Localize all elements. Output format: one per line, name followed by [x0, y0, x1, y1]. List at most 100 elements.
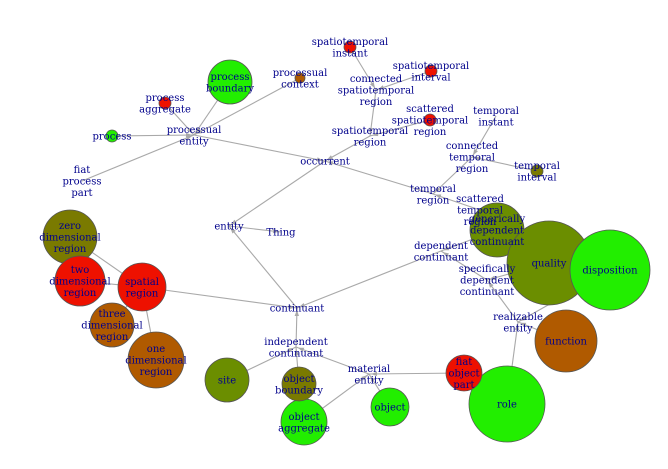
- arrowhead-processual_entity-to-fiat_process_part: [185, 135, 193, 141]
- edge-spatiotemporal_region-to-scattered_spatiotemporal_region: [369, 119, 431, 137]
- label-object: object: [374, 403, 405, 414]
- arrowhead-processual_entity-to-process_aggregate: [186, 127, 193, 134]
- arrowhead-occurrent-to-processual_entity: [316, 157, 324, 162]
- arrowhead-material_entity-to-fiat_object_part: [370, 371, 378, 377]
- label-quality: quality: [532, 259, 567, 270]
- arrowhead-realizable_entity-to-role: [514, 323, 520, 331]
- edge-processual_entity-to-processual_context: [193, 77, 301, 136]
- node-object-boundary: [281, 366, 317, 402]
- arrowhead-temporal_region-to-scattered_temporal_region: [434, 194, 442, 199]
- edge-occurrent-to-temporal_region: [324, 160, 434, 195]
- label-occurrent: occurrent: [300, 157, 350, 168]
- edge-dependent_continuant-to-specifically_dependent_continuant: [440, 250, 488, 281]
- edge-continuant-to-spatial_region: [141, 286, 298, 309]
- label-continuant: continuant: [270, 304, 325, 315]
- arrowhead-material_entity-to-object: [370, 375, 376, 382]
- edge-entity-to-continuant: [228, 225, 298, 309]
- node-process-aggregate: [158, 96, 172, 110]
- arrowhead-material_entity-to-object_aggregate: [361, 375, 368, 381]
- edge-processual_entity-to-process: [111, 134, 195, 137]
- arrowhead-continuant-to-independent_continuant: [294, 309, 299, 317]
- edge-temporal_region-to-connected_temporal_region: [432, 156, 473, 195]
- node-spatiotemporal-interval: [424, 64, 438, 78]
- edge-occurrent-to-processual_entity: [193, 134, 326, 162]
- node-process-boundary: [207, 59, 253, 105]
- arrowhead-spatiotemporal_region-to-scattered_spatiotemporal_region: [371, 131, 379, 137]
- edge-connected_spatiotemporal_region-to-spatiotemporal_interval: [375, 70, 432, 91]
- node-spatial-region: [117, 262, 167, 312]
- arrowhead-continuant-to-dependent_continuant: [298, 303, 306, 308]
- arrowhead-continuant-to-spatial_region: [288, 304, 296, 310]
- arrowhead-entity-to-continuant: [230, 227, 236, 234]
- node-site: [204, 357, 250, 403]
- edge-connected_temporal_region-to-temporal_interval: [471, 156, 538, 172]
- arrowhead-independent_continuant-to-material_entity: [297, 347, 305, 352]
- node-one-dimensional-region: [127, 331, 185, 389]
- arrowhead-independent_continuant-to-object_boundary: [294, 348, 299, 356]
- edge-processual_entity-to-fiat_process_part: [81, 134, 195, 182]
- arrowhead-connected_spatiotemporal_region-to-spatiotemporal_interval: [377, 85, 385, 90]
- arrowhead-connected_temporal_region-to-temporal_instant: [473, 148, 478, 156]
- node-process: [105, 129, 119, 143]
- arrowhead-processual_entity-to-processual_context: [195, 129, 203, 135]
- arrowhead-specifically_dependent_continuant-to-quality: [488, 275, 496, 281]
- arrowhead-realizable_entity-to-function: [519, 322, 527, 327]
- label-role: role: [497, 400, 517, 411]
- edge-independent_continuant-to-material_entity: [295, 346, 370, 375]
- node-temporal-interval: [530, 164, 544, 178]
- label-thing: Thing: [266, 228, 296, 239]
- edge-thing-to-entity: [228, 225, 282, 233]
- node-spatiotemporal-instant: [343, 40, 357, 54]
- node-two-dimensional-region: [54, 255, 106, 307]
- arrowhead-occurrent-to-temporal_region: [326, 161, 334, 166]
- edge-entity-to-occurrent: [228, 160, 326, 227]
- arrowhead-occurrent-to-spatiotemporal_region: [326, 155, 334, 161]
- arrowhead-specifically_dependent_continuant-to-realizable_entity: [488, 281, 494, 288]
- arrowhead-thing-to-entity: [272, 228, 280, 234]
- labels-layer: Thing entity continuant occurrent processual…: [39, 37, 638, 435]
- label-disposition: disposition: [582, 266, 638, 277]
- node-three-dimensional-region: [89, 302, 135, 348]
- label-entity: entity: [214, 222, 244, 233]
- arrowhead-dependent_continuant-to-generically_dependent_continuant: [442, 246, 450, 251]
- arrowhead-realizable_entity-to-disposition: [519, 316, 527, 322]
- arrowhead-entity-to-occurrent: [230, 219, 237, 225]
- node-disposition: [569, 229, 651, 311]
- arrowhead-connected_spatiotemporal_region-to-spatiotemporal_instant: [369, 82, 375, 89]
- label-site: site: [218, 376, 236, 387]
- arrowhead-processual_entity-to-process_boundary: [195, 127, 201, 134]
- node-fiat-object-part: [445, 354, 483, 392]
- arrowhead-temporal_region-to-connected_temporal_region: [434, 186, 441, 193]
- edge-temporal_region-to-scattered_temporal_region: [432, 193, 481, 211]
- edge-continuant-to-dependent_continuant: [296, 250, 442, 309]
- node-function: [534, 309, 598, 373]
- node-processual-context: [294, 72, 306, 84]
- edge-connected_spatiotemporal_region-to-spatiotemporal_instant: [349, 46, 377, 91]
